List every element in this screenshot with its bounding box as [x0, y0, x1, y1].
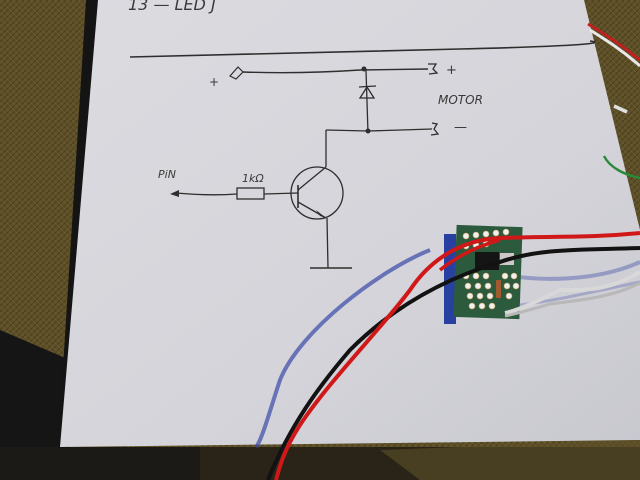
resistor-icon	[236, 187, 265, 200]
pin-label: PiN	[158, 168, 176, 181]
plus-left-label: +	[209, 75, 219, 89]
black-wire	[266, 246, 640, 480]
wire-shadow	[254, 248, 431, 449]
rail-line	[129, 40, 596, 58]
pin-arrow-icon	[170, 190, 179, 197]
green-wire	[602, 155, 640, 180]
plus-terminal-label: +	[446, 63, 457, 78]
minus-terminal-connector	[430, 122, 440, 136]
diode-icon	[358, 85, 376, 99]
diode-wire	[365, 69, 369, 134]
resistor-component	[496, 280, 501, 298]
dark-shadow	[0, 330, 70, 480]
resistor-label: 1kΩ	[242, 172, 264, 185]
white-wire-2	[504, 281, 640, 318]
red-wire	[274, 231, 640, 480]
junction-dot-top	[361, 66, 367, 72]
supply-plus-wire	[242, 68, 429, 74]
right-wire-bundle	[587, 22, 640, 62]
white-wire	[504, 270, 640, 315]
red-wire-loop	[438, 238, 501, 272]
top-note: 13 — LED J	[128, 0, 216, 14]
minus-terminal-label: —	[454, 120, 467, 135]
paper-sheet	[60, 0, 640, 447]
white-scrap	[613, 104, 628, 114]
collector-wire	[325, 128, 433, 132]
emitter-wire	[326, 217, 329, 269]
plus-terminal-connector	[428, 63, 439, 75]
pin-wire	[175, 192, 238, 196]
motor-label: MOTOR	[438, 93, 483, 107]
